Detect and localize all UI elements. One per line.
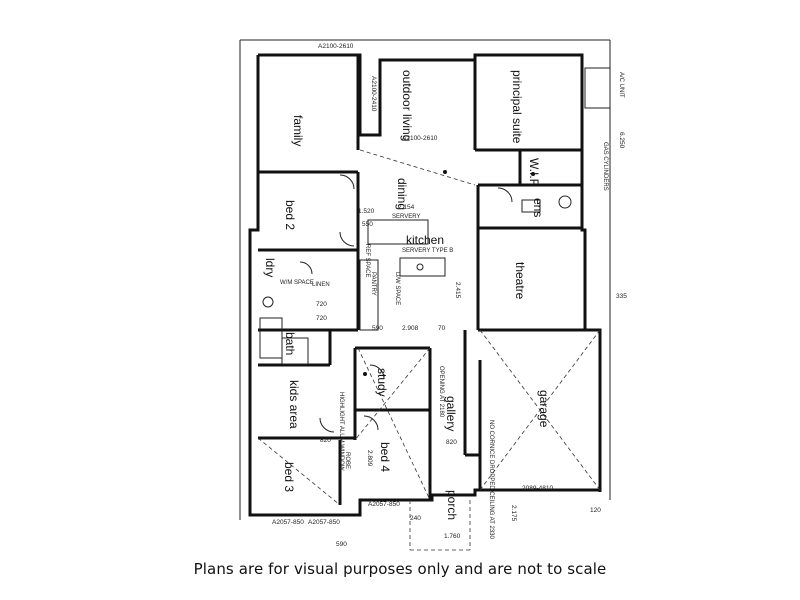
room-dining: dining xyxy=(395,178,409,210)
dim-10: 70 xyxy=(438,325,446,332)
room-bath: bath xyxy=(283,332,297,355)
dim-8: 720 xyxy=(316,315,327,322)
dim-23: 820 xyxy=(446,439,457,446)
dim-2: A2100-2410 xyxy=(370,76,377,112)
room-bed2: bed 2 xyxy=(283,200,297,230)
dim-12: A2057-850 xyxy=(272,519,304,526)
dim-22: 550 xyxy=(362,221,373,228)
room-ens: ens xyxy=(531,198,545,217)
dim-7: 720 xyxy=(316,301,327,308)
room-porch: porch xyxy=(445,490,459,520)
label-servery-type: SERVERY TYPE B xyxy=(402,248,453,254)
label-gallery-opening: OPENING AT 2180 xyxy=(438,366,444,418)
room-kitchen: kitchen xyxy=(406,233,444,247)
dim-16: 590 xyxy=(336,541,347,548)
label-dw-space: D/W SPACE xyxy=(394,272,400,305)
dim-14: A2057-850 xyxy=(368,501,400,508)
room-gallery: gallery xyxy=(444,396,458,431)
dim-5: 2.908 xyxy=(402,325,419,332)
dim-15: 1.760 xyxy=(444,533,461,540)
room-garage: garage xyxy=(537,390,551,428)
kitchen-details xyxy=(259,67,611,376)
dim-21: 2.175 xyxy=(510,505,517,522)
label-servery: SERVERY xyxy=(392,214,420,220)
room-outdoor-living: outdoor living xyxy=(400,70,414,141)
room-wir: W.I.R xyxy=(527,158,541,188)
dim-1: A2100-2610 xyxy=(402,135,438,142)
dim-24: 820 xyxy=(320,437,331,444)
dim-9: 590 xyxy=(372,325,383,332)
dim-20: 335 xyxy=(616,293,627,300)
label-wm-space: W/M SPACE xyxy=(280,280,314,286)
label-robe: ROBE xyxy=(344,452,350,469)
room-labels: family outdoor living principal suite W.… xyxy=(263,70,551,520)
label-ref-space: REF SPACE xyxy=(364,244,370,278)
dim-13: A2057-850 xyxy=(308,519,340,526)
dimension-labels: A2100-2610 A2100-2410 1.520 2.154 2.908 … xyxy=(272,43,627,548)
dim-26: 2.809 xyxy=(366,450,373,467)
door-swings xyxy=(299,174,513,433)
label-highlight-window: HIGHLIGHT ALUM WINDOW xyxy=(338,392,344,471)
room-bed3: bed 3 xyxy=(282,462,296,492)
annotation-labels: SERVERY SERVERY TYPE B GAS CYLINDERS A/C… xyxy=(280,72,624,539)
dim-4: 2.154 xyxy=(398,204,415,211)
room-bed4: bed 4 xyxy=(378,442,392,472)
label-gas-cylinders: GAS CYLINDERS xyxy=(602,142,608,191)
dim-6: 2.415 xyxy=(454,282,461,299)
dim-3: 1.520 xyxy=(358,208,375,215)
dim-18: 120 xyxy=(590,507,601,514)
dim-11: 2089-4810 xyxy=(522,485,553,492)
label-pantry: PANTRY xyxy=(370,272,376,296)
label-linen: LINEN xyxy=(312,282,330,288)
room-principal-suite: principal suite xyxy=(510,70,524,144)
room-family: family xyxy=(291,115,305,146)
room-study: study xyxy=(375,368,389,397)
room-kids-area: kids area xyxy=(287,380,301,429)
label-garage-note: NO CORNICE DROPPED CEILING AT 2330 xyxy=(488,420,494,539)
dim-19: 6.250 xyxy=(618,132,625,149)
disclaimer-caption: Plans are for visual purposes only and a… xyxy=(193,560,607,578)
dim-25: A2100-2610 xyxy=(318,43,354,50)
room-theatre: theatre xyxy=(513,262,527,300)
label-ac-unit: A/C UNIT xyxy=(618,72,624,98)
dim-17: 240 xyxy=(410,515,421,522)
room-ldry: ldry xyxy=(263,258,277,277)
garage-roofline xyxy=(257,149,601,551)
interior-walls xyxy=(258,55,600,505)
